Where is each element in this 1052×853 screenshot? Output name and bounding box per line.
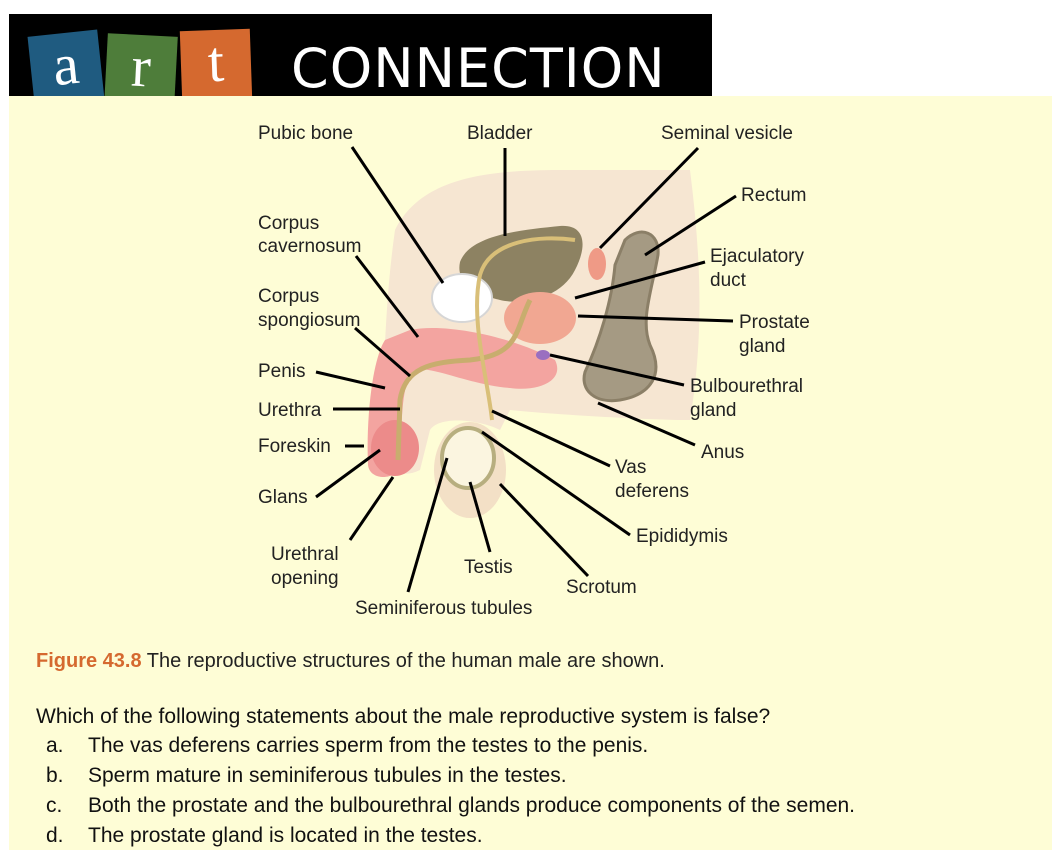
option-text: The vas deferens carries sperm from the …	[88, 734, 648, 757]
answer-option-a: a.The vas deferens carries sperm from th…	[46, 733, 855, 763]
option-key: d.	[46, 823, 88, 849]
label-ejaculatory-duct-1: Ejaculatory	[710, 246, 804, 267]
label-seminiferous-tubules: Seminiferous tubules	[355, 598, 532, 619]
label-corpus-cavernosum-2: cavernosum	[258, 236, 362, 257]
label-glans: Glans	[258, 487, 308, 508]
label-urethra: Urethra	[258, 400, 322, 421]
option-key: c.	[46, 793, 88, 819]
label-anus: Anus	[701, 442, 744, 463]
label-bladder: Bladder	[467, 123, 533, 144]
label-vas-deferens-2: deferens	[615, 481, 689, 502]
label-bulbourethral-1: Bulbourethral	[690, 376, 803, 397]
figure-caption: Figure 43.8 The reproductive structures …	[36, 650, 665, 673]
label-epididymis: Epididymis	[636, 526, 728, 547]
label-testis: Testis	[464, 557, 513, 578]
label-vas-deferens-1: Vas	[615, 457, 646, 478]
label-prostate-1: Prostate	[739, 312, 810, 333]
answer-option-d: d.The prostate gland is located in the t…	[46, 823, 855, 853]
answer-options: a.The vas deferens carries sperm from th…	[46, 733, 855, 853]
answer-option-c: c.Both the prostate and the bulbourethra…	[46, 793, 855, 823]
option-text: Sperm mature in seminiferous tubules in …	[88, 764, 567, 787]
label-corpus-cavernosum-1: Corpus	[258, 213, 319, 234]
label-seminal-vesicle: Seminal vesicle	[661, 123, 793, 144]
glans-shape	[371, 420, 419, 476]
label-corpus-spongiosum-1: Corpus	[258, 286, 319, 307]
label-scrotum: Scrotum	[566, 577, 637, 598]
label-ejaculatory-duct-2: duct	[710, 270, 747, 291]
question-prompt: Which of the following statements about …	[36, 705, 770, 729]
bulbourethral-shape	[536, 350, 550, 360]
option-text: Both the prostate and the bulbourethral …	[88, 794, 855, 817]
seminal-vesicle-shape	[588, 248, 606, 280]
figure-number: Figure 43.8	[36, 650, 142, 672]
label-corpus-spongiosum-2: spongiosum	[258, 310, 360, 331]
testis-shape	[442, 428, 494, 488]
label-foreskin: Foreskin	[258, 436, 331, 457]
label-pubic-bone: Pubic bone	[258, 123, 353, 144]
label-urethral-opening-2: opening	[271, 568, 339, 589]
label-penis: Penis	[258, 361, 306, 382]
option-text: The prostate gland is located in the tes…	[88, 824, 483, 847]
label-urethral-opening-1: Urethral	[271, 544, 339, 565]
label-rectum: Rectum	[741, 185, 806, 206]
label-bulbourethral-2: gland	[690, 400, 737, 421]
option-key: a.	[46, 733, 88, 759]
answer-option-b: b.Sperm mature in seminiferous tubules i…	[46, 763, 855, 793]
figure-caption-text: The reproductive structures of the human…	[142, 650, 665, 672]
option-key: b.	[46, 763, 88, 789]
label-prostate-2: gland	[739, 336, 786, 357]
